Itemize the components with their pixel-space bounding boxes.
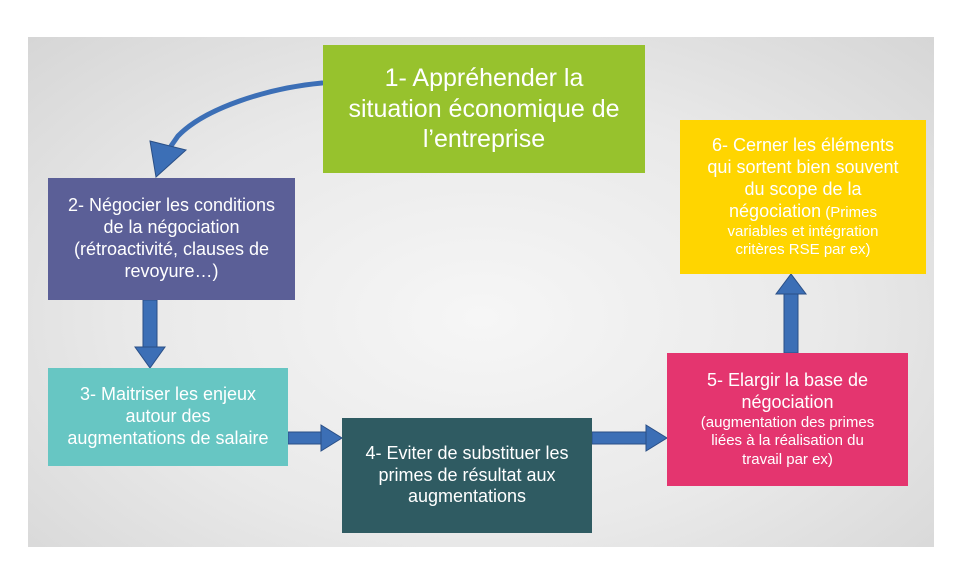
arrow-shaft: [142, 299, 158, 348]
step-5-line: 5- Elargir la base de: [706, 370, 869, 391]
step-1-box: 1- Appréhender la situation économique d…: [323, 45, 645, 173]
step-1-line: situation économique de: [348, 94, 620, 123]
curved-arrow-head: [149, 140, 188, 178]
step-6-detail-line: critères RSE par ex): [735, 240, 871, 258]
arrow-step4-to-step5: [591, 424, 668, 452]
step-6-detail-line: (Primes: [821, 203, 877, 221]
arrow-head: [645, 424, 668, 452]
step-4-line: augmentations: [407, 486, 527, 507]
step-5-line: négociation: [741, 392, 834, 413]
step-6-line: négociation: [729, 200, 822, 221]
step-4-line: primes de résultat aux: [378, 464, 556, 485]
curved-arrow-shaft: [168, 80, 325, 149]
step-2-line: (rétroactivité, clauses de: [73, 239, 270, 259]
step-3-line: autour des: [125, 406, 211, 427]
arrow-head: [134, 346, 166, 369]
step-6-detail-line: variables et intégration: [727, 222, 879, 240]
arrow-step5-to-step6: [775, 273, 807, 354]
step-6-line: 6- Cerner les éléments: [711, 134, 895, 155]
step-6-line: du scope de la: [744, 178, 862, 199]
step-2-box: 2- Négocier les conditions de la négocia…: [48, 178, 295, 300]
step-4-box: 4- Eviter de substituer les primes de ré…: [342, 418, 592, 533]
arrow-step2-to-step3: [134, 299, 166, 369]
step-5-detail-line: liées à la réalisation du: [711, 432, 864, 450]
step-3-box: 3- Maitriser les enjeux autour des augme…: [48, 368, 288, 466]
step-2-line: revoyure…): [124, 260, 219, 281]
step-2-line: de la négociation: [103, 217, 240, 238]
arrow-shaft: [591, 431, 647, 445]
step-5-detail-line: (augmentation des primes: [700, 414, 875, 431]
arrow-head: [775, 273, 807, 295]
arrow-step1-to-step2: [149, 80, 325, 178]
step-6-line: qui sortent bien souvent: [707, 156, 899, 177]
arrow-shaft: [783, 293, 799, 354]
step-2-line: 2- Négocier les conditions: [67, 195, 276, 216]
arrow-step3-to-step4: [287, 424, 343, 452]
step-3-line: augmentations de salaire: [67, 427, 269, 448]
step-3-line: 3- Maitriser les enjeux: [79, 384, 257, 405]
step-6-mixed-line: négociation (Primes: [729, 201, 877, 223]
step-1-line: l’entreprise: [422, 125, 546, 154]
arrow-shaft: [287, 431, 322, 445]
step-1-line: 1- Appréhender la: [384, 64, 584, 93]
step-5-detail-line: travail par ex): [742, 450, 833, 468]
step-4-line: 4- Eviter de substituer les: [365, 442, 569, 463]
step-5-box: 5- Elargir la base de négociation (augme…: [667, 353, 908, 486]
arrow-head: [320, 424, 343, 452]
step-6-box: 6- Cerner les éléments qui sortent bien …: [680, 120, 926, 274]
